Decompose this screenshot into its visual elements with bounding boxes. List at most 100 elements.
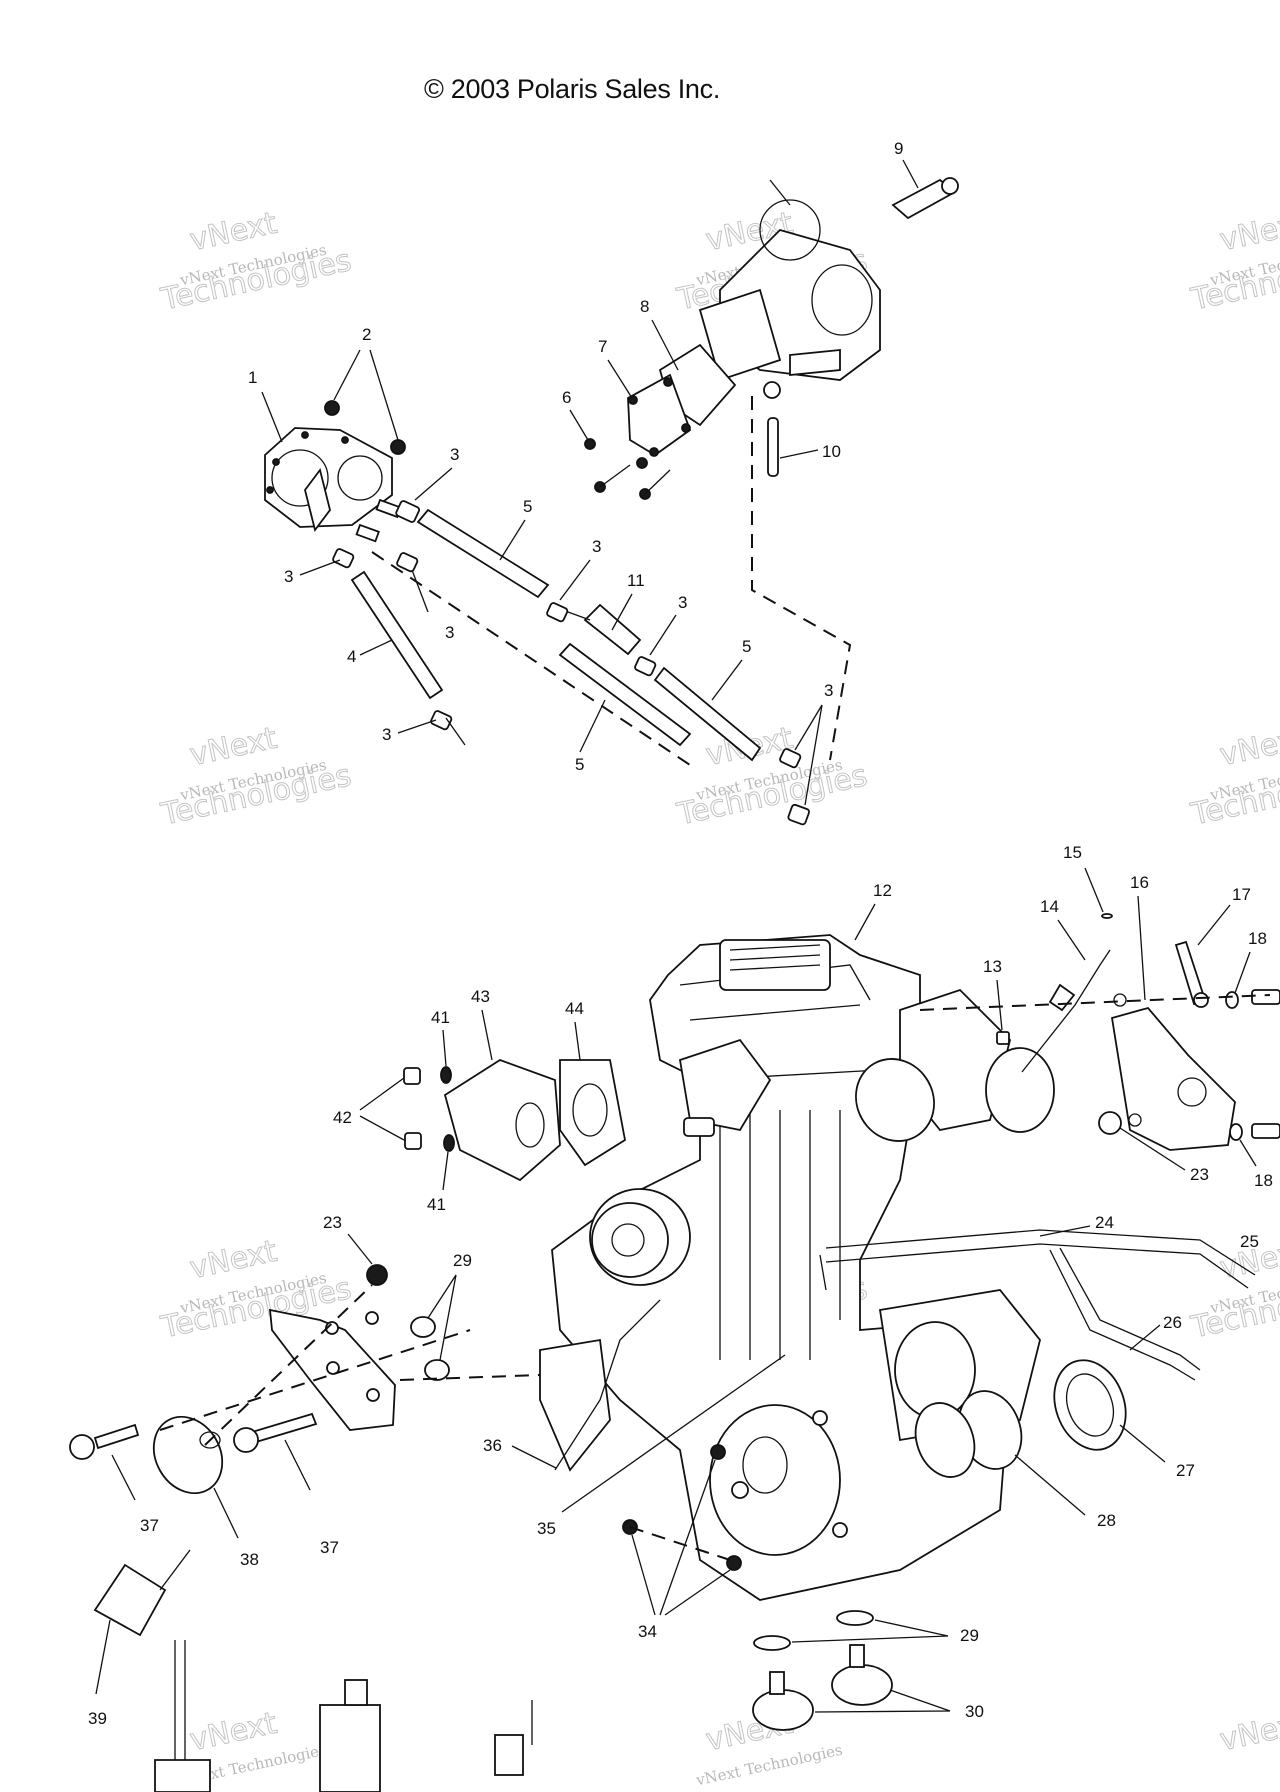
hose-part-10 [763, 381, 781, 477]
callout-3a: 3 [450, 445, 459, 464]
callout-23b: 23 [323, 1213, 342, 1232]
svg-text:vNext: vNext [1217, 721, 1280, 774]
fuel-pump-part-1 [264, 427, 402, 543]
watermark-bottom-right: vNext [1216, 1705, 1280, 1759]
svg-text:vNext: vNext [187, 1706, 280, 1759]
callout-1: 1 [248, 368, 257, 387]
callout-37b: 37 [320, 1538, 339, 1557]
watermark-top-right: vNext vNext Technologies Technologies [1187, 205, 1280, 318]
callout-34: 34 [638, 1622, 657, 1641]
svg-text:vNext: vNext [187, 206, 280, 259]
mount-cushions-part-30 [752, 1644, 893, 1731]
watermark-top-left: vNext vNext Technologies Technologies [157, 205, 355, 318]
callout-7: 7 [598, 337, 607, 356]
callout-16: 16 [1130, 873, 1149, 892]
bolt-dashed-line [629, 1526, 731, 1561]
watermark-mid-center: vNext vNext Technologies Technologies [673, 720, 871, 833]
copyright-notice: © 2003 Polaris Sales Inc. [424, 74, 721, 104]
gasket-part-44 [559, 1059, 626, 1167]
fuel-line-dashed-path [371, 551, 691, 766]
nut-part-42 [403, 1067, 422, 1150]
screws-part-6 [584, 438, 671, 500]
callout-17: 17 [1232, 885, 1251, 904]
breather-hose-part-24 [819, 1229, 1256, 1291]
mount-dashed-line-2 [399, 1374, 541, 1381]
callout-23a: 23 [1190, 1165, 1209, 1184]
callout-9: 9 [894, 139, 903, 158]
callout-38: 38 [240, 1550, 259, 1569]
callout-3f: 3 [382, 725, 391, 744]
callout-13: 13 [983, 957, 1002, 976]
mount-dashed-line-1 [159, 1329, 471, 1431]
callout-3b: 3 [284, 567, 293, 586]
vent-dashed-path [751, 396, 852, 761]
callout-43: 43 [471, 987, 490, 1006]
bolt-part-17 [1174, 940, 1209, 1008]
bolts-part-34 [622, 1444, 742, 1571]
svg-text:Technologies: Technologies [158, 758, 355, 833]
callout-11: 11 [627, 571, 645, 590]
callout-14: 14 [1040, 897, 1059, 916]
harness-part-36 [554, 1299, 661, 1471]
clamp-part-15 [1101, 913, 1113, 919]
callout-4: 4 [347, 647, 356, 666]
callout-18b: 18 [1254, 1171, 1273, 1190]
fuel-line-part-4 [350, 570, 444, 700]
callout-5c: 5 [575, 755, 584, 774]
hose-part-26 [1049, 1247, 1201, 1381]
fuel-filter-part-11 [567, 603, 642, 656]
svg-text:vNext: vNext [1217, 1706, 1280, 1759]
vent-hose-part-9 [891, 177, 959, 220]
callout-44: 44 [565, 999, 584, 1018]
callout-6: 6 [562, 388, 571, 407]
exhaust-manifold-part-43 [443, 1059, 561, 1182]
mount-dashed-line-3 [204, 1284, 373, 1446]
callout-41b: 41 [427, 1195, 446, 1214]
callout-26: 26 [1163, 1313, 1182, 1332]
callout-42: 42 [333, 1108, 352, 1127]
spacer-part-13 [996, 1031, 1010, 1045]
callout-3g: 3 [824, 681, 833, 700]
callout-3e: 3 [678, 593, 687, 612]
clamp-part-27 [1053, 1359, 1127, 1451]
mount-bracket-left [268, 1308, 396, 1431]
svg-text:vNext: vNext [187, 1234, 280, 1287]
callout-28: 28 [1097, 1511, 1116, 1530]
oil-filter [589, 1188, 691, 1286]
duct-part-28 [914, 1390, 1023, 1478]
front-intake-boot [855, 1058, 935, 1142]
carburetor-assembly [698, 179, 881, 382]
callout-29a: 29 [453, 1251, 472, 1270]
callout-3d: 3 [592, 537, 601, 556]
bottom-components [154, 1640, 533, 1792]
callout-27: 27 [1176, 1461, 1195, 1480]
callout-2: 2 [362, 325, 371, 344]
callout-15: 15 [1063, 843, 1082, 862]
bolt-part-37 [69, 1412, 318, 1460]
svg-text:vNext: vNext [1217, 206, 1280, 259]
washer-part-41 [440, 1066, 455, 1152]
callout-36: 36 [483, 1436, 502, 1455]
callout-35: 35 [537, 1519, 556, 1538]
watermark-mid-right: vNext vNext Technologies Technologies [1187, 720, 1280, 833]
fuel-line-end [445, 717, 466, 746]
washer-part-18 [1225, 989, 1280, 1141]
callout-12: 12 [873, 881, 892, 900]
cylinder-head-port-left [678, 1038, 772, 1137]
recoil-cover [709, 1404, 848, 1556]
washer-part-29 [410, 1316, 874, 1651]
callout-41a: 41 [431, 1008, 450, 1027]
svg-text:vNext: vNext [187, 721, 280, 774]
gasket-part-7 [627, 373, 692, 457]
bracket-dashed-line [919, 994, 1271, 1011]
mount-plate-part-39 [93, 1563, 167, 1637]
callout-24: 24 [1095, 1213, 1114, 1232]
callout-5b: 5 [742, 637, 751, 656]
fuel-line-part-5 [416, 508, 762, 762]
callout-18a: 18 [1248, 929, 1267, 948]
callout-39: 39 [88, 1709, 107, 1728]
svg-text:Technologies: Technologies [158, 243, 355, 318]
callout-3c: 3 [445, 623, 454, 642]
callout-30: 30 [965, 1702, 984, 1721]
